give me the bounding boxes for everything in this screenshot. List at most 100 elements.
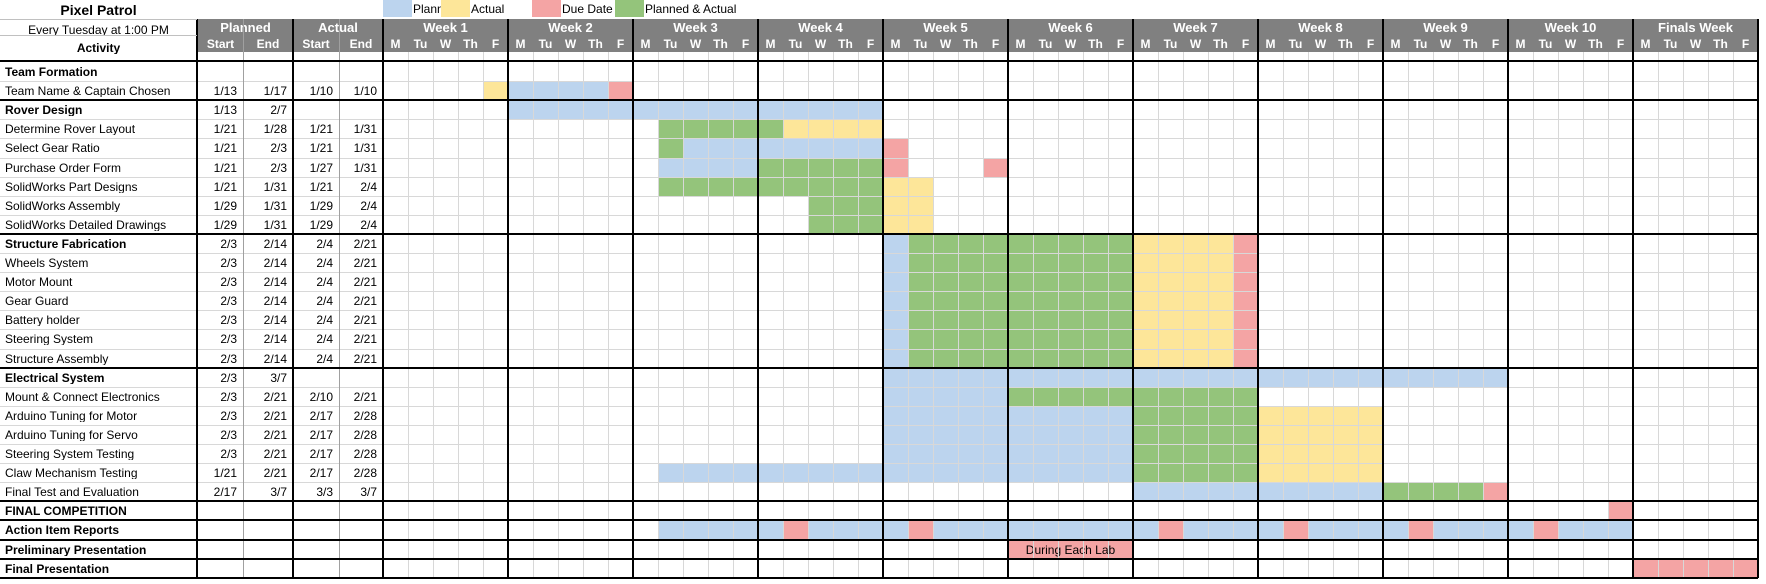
legend-label: Actual — [471, 3, 505, 15]
column-divider — [196, 19, 198, 578]
end-date: 2/14 — [263, 353, 287, 365]
start-date: 2/4 — [316, 238, 333, 250]
day-header: Th — [838, 38, 853, 50]
week-header: Week 5 — [923, 21, 968, 34]
start-date: 2/3 — [220, 372, 237, 384]
gantt-bar-both — [658, 139, 683, 158]
grid-line — [783, 52, 784, 578]
start-date: 2/3 — [220, 238, 237, 250]
grid-line — [1283, 52, 1284, 578]
grid-line — [1658, 52, 1659, 578]
grid-line — [0, 272, 1758, 273]
gantt-bar-due: During Each Lab — [1008, 541, 1133, 559]
grid-line — [0, 406, 1758, 407]
day-header: Tu — [538, 38, 553, 50]
actual-group-header: Actual — [318, 21, 358, 34]
grid-line — [0, 444, 1758, 445]
week-divider — [1632, 19, 1634, 578]
gantt-bar-due — [1233, 292, 1258, 310]
start-date: 2/3 — [220, 257, 237, 269]
grid-line — [733, 52, 734, 578]
day-header: W — [1564, 38, 1577, 50]
start-date: 1/21 — [213, 467, 237, 479]
end-column-header: End — [256, 38, 280, 50]
day-header: W — [939, 38, 952, 50]
end-date: 2/21 — [263, 391, 287, 403]
activity-name: Battery holder — [5, 314, 80, 326]
gantt-bar-planned — [883, 388, 1008, 406]
grid-line — [1308, 52, 1309, 578]
gantt-bar-due — [1608, 502, 1633, 520]
grid-line — [708, 52, 709, 578]
legend-label: Due Date — [562, 3, 613, 15]
end-date: 1/17 — [263, 85, 287, 97]
start-date: 2/3 — [220, 353, 237, 365]
day-header: Tu — [913, 38, 928, 50]
start-date: 1/29 — [309, 219, 333, 231]
grid-line — [1533, 52, 1534, 578]
start-date: 2/17 — [309, 448, 333, 460]
end-date: 2/14 — [263, 238, 287, 250]
day-header: W — [1189, 38, 1202, 50]
end-date: 2/21 — [353, 276, 377, 288]
section-divider — [0, 99, 1758, 101]
meeting-time: Every Tuesday at 1:00 PM — [28, 24, 169, 36]
section-divider — [0, 35, 197, 36]
week-divider — [1507, 19, 1509, 578]
activity-name: Steering System — [5, 333, 94, 345]
end-date: 2/21 — [263, 410, 287, 422]
start-date: 1/13 — [213, 104, 237, 116]
gantt-bar-planned — [883, 330, 908, 349]
grid-line — [1358, 52, 1359, 578]
gantt-bar-actual — [483, 82, 508, 100]
end-date: 1/31 — [263, 181, 287, 193]
gantt-bar-due — [1233, 330, 1258, 349]
day-header: M — [640, 38, 651, 50]
activity-name: Motor Mount — [5, 276, 73, 288]
start-date: 2/3 — [220, 448, 237, 460]
end-date: 3/7 — [360, 486, 377, 498]
activity-name: Mount & Connect Electronics — [5, 391, 160, 403]
gantt-bar-due — [1233, 311, 1258, 329]
grid-line — [433, 52, 434, 578]
grid-line — [0, 463, 1758, 464]
day-header: Th — [713, 38, 728, 50]
start-date: 2/4 — [316, 333, 333, 345]
day-header: M — [1265, 38, 1276, 50]
grid-line — [0, 387, 1758, 388]
day-header: Th — [1338, 38, 1353, 50]
column-divider — [292, 19, 294, 578]
column-divider — [1757, 19, 1759, 578]
grid-line — [933, 52, 934, 578]
week-header: Week 6 — [1048, 21, 1093, 34]
day-header: Th — [1463, 38, 1478, 50]
grid-line — [1608, 52, 1609, 578]
activity-name: Final Presentation — [5, 563, 110, 575]
start-date: 1/21 — [309, 181, 333, 193]
activity-name: Select Gear Ratio — [5, 142, 100, 154]
day-header: M — [515, 38, 526, 50]
gantt-bar-due — [883, 139, 908, 158]
day-header: Th — [1588, 38, 1603, 50]
end-date: 2/14 — [263, 257, 287, 269]
grid-line — [683, 52, 684, 578]
start-date: 2/3 — [220, 295, 237, 307]
activity-name: Steering System Testing — [5, 448, 135, 460]
start-column-header: Start — [206, 38, 235, 50]
grid-line — [0, 215, 1758, 216]
start-date: 1/10 — [309, 85, 333, 97]
start-date: 2/3 — [220, 429, 237, 441]
day-header: Tu — [663, 38, 678, 50]
week-header: Week 3 — [673, 21, 718, 34]
gantt-bar-planned — [883, 292, 908, 310]
day-header: M — [765, 38, 776, 50]
start-date: 1/27 — [309, 162, 333, 174]
start-date: 1/13 — [213, 85, 237, 97]
day-header: Tu — [1663, 38, 1678, 50]
day-header: W — [1689, 38, 1702, 50]
section-divider — [0, 577, 1758, 579]
start-date: 2/4 — [316, 276, 333, 288]
end-date: 2/21 — [353, 391, 377, 403]
start-date: 2/17 — [309, 410, 333, 422]
start-date: 3/3 — [316, 486, 333, 498]
